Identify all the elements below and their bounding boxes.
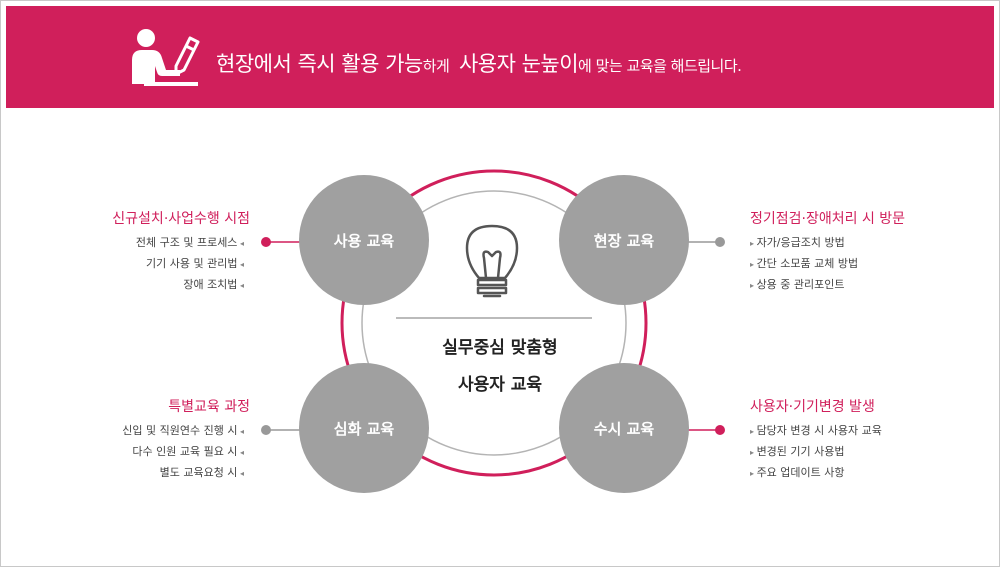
node-label-top-left: 사용 교육: [333, 231, 395, 250]
section-list-bottom-right: 담당자 변경 시 사용자 교육 변경된 기기 사용법 주요 업데이트 사항: [750, 420, 882, 483]
header-banner: 현장에서 즉시 활용 가능하게 사용자 눈높이에 맞는 교육을 해드립니다.: [6, 6, 994, 108]
headline-part-2: 하게: [422, 57, 450, 75]
list-item: 기기 사용 및 관리법: [136, 253, 244, 274]
node-bottom-left: [299, 363, 429, 493]
list-item: 신입 및 직원연수 진행 시: [122, 420, 244, 441]
node-top-left: [299, 175, 429, 305]
section-title-top-right: 정기점검·장애처리 시 방문: [750, 211, 906, 227]
section-title-bottom-left: 특별교육 과정: [168, 399, 250, 415]
outer-ring: [340, 169, 648, 477]
connector-dot-bottom-left: [261, 425, 271, 435]
inner-ring: [361, 190, 627, 456]
list-item: 주요 업데이트 사항: [750, 462, 882, 483]
node-label-bottom-left: 심화 교육: [333, 419, 395, 438]
node-label-top-right: 현장 교육: [593, 231, 655, 250]
connector-dot-top-right: [715, 237, 725, 247]
list-item: 장애 조치법: [136, 274, 244, 295]
list-item: 간단 소모품 교체 방법: [750, 253, 859, 274]
node-bottom-right: [559, 363, 689, 493]
list-item: 상용 중 관리포인트: [750, 274, 858, 295]
list-item: 자가/응급조치 방법: [750, 232, 858, 253]
lightbulb-icon: [465, 224, 519, 298]
list-item: 전체 구조 및 프로세스: [136, 232, 244, 253]
section-list-top-right: 자가/응급조치 방법 간단 소모품 교체 방법 상용 중 관리포인트: [750, 232, 859, 295]
node-top-right: [559, 175, 689, 305]
person-writing-icon: [132, 29, 200, 86]
node-label-bottom-right: 수시 교육: [593, 419, 655, 438]
list-item: 변경된 기기 사용법: [750, 441, 882, 462]
headline-part-4: 에 맞는 교육을 해드립니다.: [578, 57, 742, 75]
center-title-line-1: 실무중심 맞춤형: [442, 338, 558, 358]
headline-part-3: 사용자 눈높이: [458, 52, 579, 76]
headline: 현장에서 즉시 활용 가능하게 사용자 눈높이에 맞는 교육을 해드립니다.: [216, 44, 742, 84]
list-item: 별도 교육요청 시: [122, 462, 244, 483]
center-title-line-2: 사용자 교육: [457, 375, 543, 395]
headline-part-1: 현장에서 즉시 활용 가능: [216, 52, 423, 76]
list-item: 다수 인원 교육 필요 시: [122, 441, 244, 462]
section-list-top-left: 전체 구조 및 프로세스 기기 사용 및 관리법 장애 조치법: [136, 232, 244, 295]
connector-dot-top-left: [261, 237, 271, 247]
section-list-bottom-left: 신입 및 직원연수 진행 시 다수 인원 교육 필요 시 별도 교육요청 시: [122, 420, 244, 483]
list-item: 담당자 변경 시 사용자 교육: [750, 420, 882, 441]
section-title-top-left: 신규설치·사업수행 시점: [112, 211, 250, 227]
connector-dot-bottom-right: [715, 425, 725, 435]
section-title-bottom-right: 사용자·기기변경 발생: [750, 399, 875, 415]
